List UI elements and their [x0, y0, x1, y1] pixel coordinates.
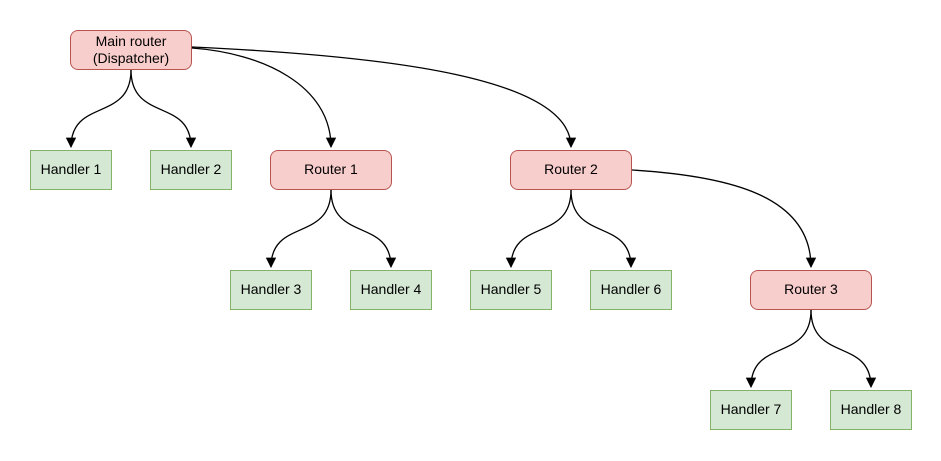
node-main-router: Main router (Dispatcher) — [70, 30, 192, 70]
node-handler-8: Handler 8 — [830, 390, 912, 430]
edge-main-router-to-router-1 — [191, 47, 337, 149]
node-handler-4: Handler 4 — [350, 270, 432, 310]
node-router-3: Router 3 — [750, 270, 872, 310]
edge-router-2-to-handler-6 — [570, 189, 637, 269]
edge-router-3-to-handler-8 — [810, 309, 877, 389]
node-handler-3: Handler 3 — [230, 270, 312, 310]
node-handler-2: Handler 2 — [150, 150, 232, 190]
edge-main-router-to-handler-2 — [130, 69, 197, 149]
node-handler-5: Handler 5 — [470, 270, 552, 310]
edge-main-router-to-handler-1 — [65, 69, 132, 149]
edge-router-3-to-handler-7 — [745, 309, 812, 389]
edge-main-router-to-router-2 — [191, 46, 577, 149]
edge-router-1-to-handler-3 — [265, 189, 332, 269]
edge-router-1-to-handler-4 — [330, 189, 397, 269]
node-handler-1: Handler 1 — [30, 150, 112, 190]
node-router-1: Router 1 — [270, 150, 392, 190]
node-handler-6: Handler 6 — [590, 270, 672, 310]
edge-router-2-to-handler-5 — [505, 189, 572, 269]
node-router-2: Router 2 — [510, 150, 632, 190]
node-handler-7: Handler 7 — [710, 390, 792, 430]
edge-router-2-to-router-3 — [631, 169, 817, 269]
